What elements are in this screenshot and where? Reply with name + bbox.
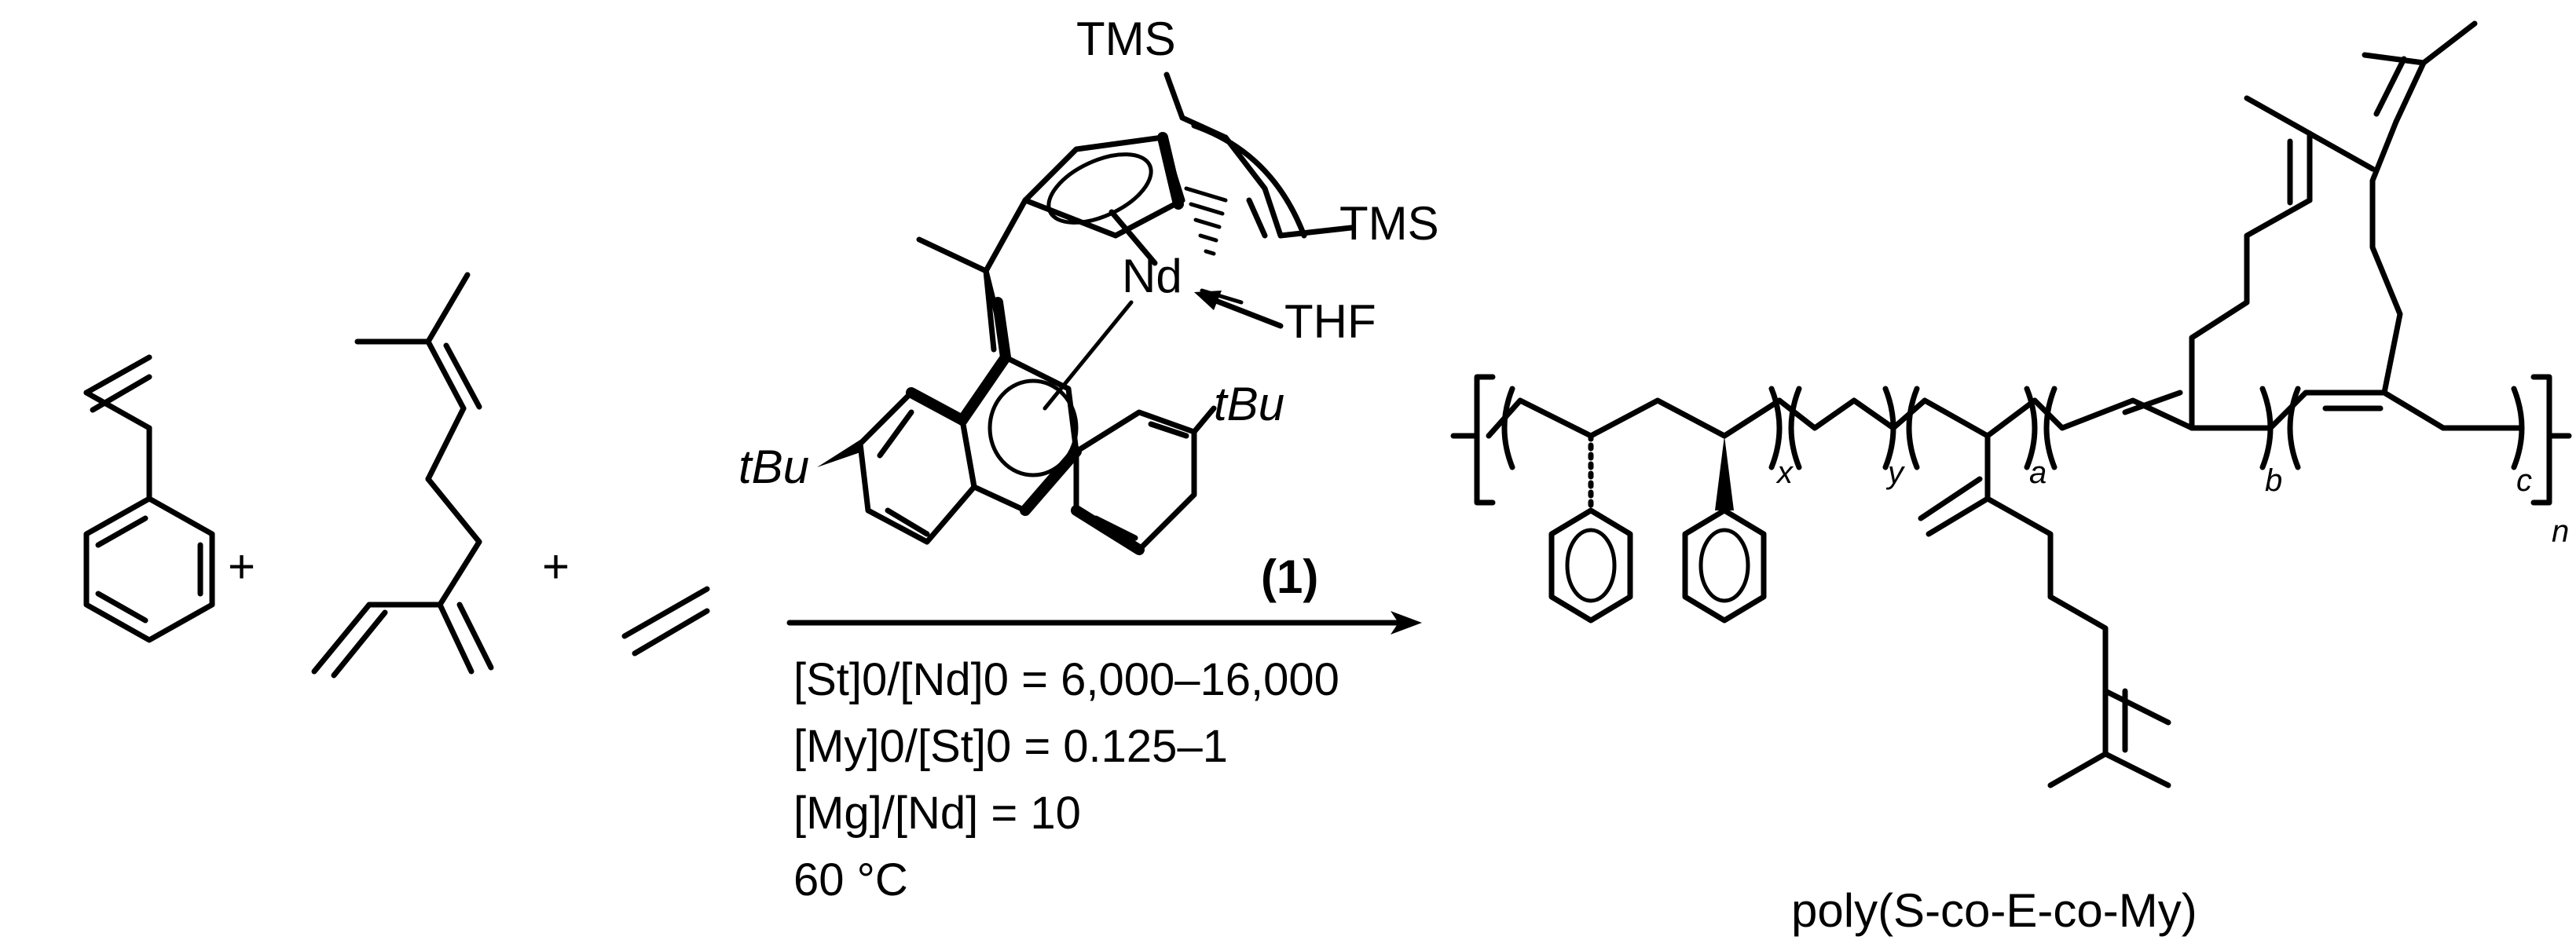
reaction-arrow [786,611,1422,635]
condition-line-1: [St]0/[Nd]0 = 6,000–16,000 [793,654,1339,705]
tms-label-top: TMS [1076,13,1176,65]
tbu-label-right: tBu [1214,378,1284,430]
subscript-c: c [2516,463,2532,498]
hashed-bond [1184,186,1228,256]
condition-line-4: 60 °C [793,854,908,905]
plus-sign-1: + [228,540,255,593]
tms-label-right: TMS [1339,197,1439,250]
tbu-label-left: tBu [738,441,809,493]
nd-label: Nd [1122,250,1182,302]
subscript-x: x [1775,455,1794,490]
subscript-y: y [1885,455,1906,490]
subscript-a: a [2029,455,2047,490]
thf-label: THF [1284,295,1376,348]
plus-sign-2: + [542,540,570,593]
condition-line-2: [My]0/[St]0 = 0.125–1 [793,721,1228,772]
catalyst-id: (1) [1261,550,1318,603]
product-polymer [1450,20,2572,788]
condition-line-3: [Mg]/[Nd] = 10 [793,788,1081,839]
subscript-b: b [2265,463,2282,498]
myrcene-structure [311,272,494,679]
product-name: poly(S-co-E-co-My) [1791,884,2197,937]
styrene-structure [83,354,215,643]
subscript-n: n [2552,514,2569,549]
ethylene-structure [621,586,710,657]
catalyst-structure [817,71,1354,555]
